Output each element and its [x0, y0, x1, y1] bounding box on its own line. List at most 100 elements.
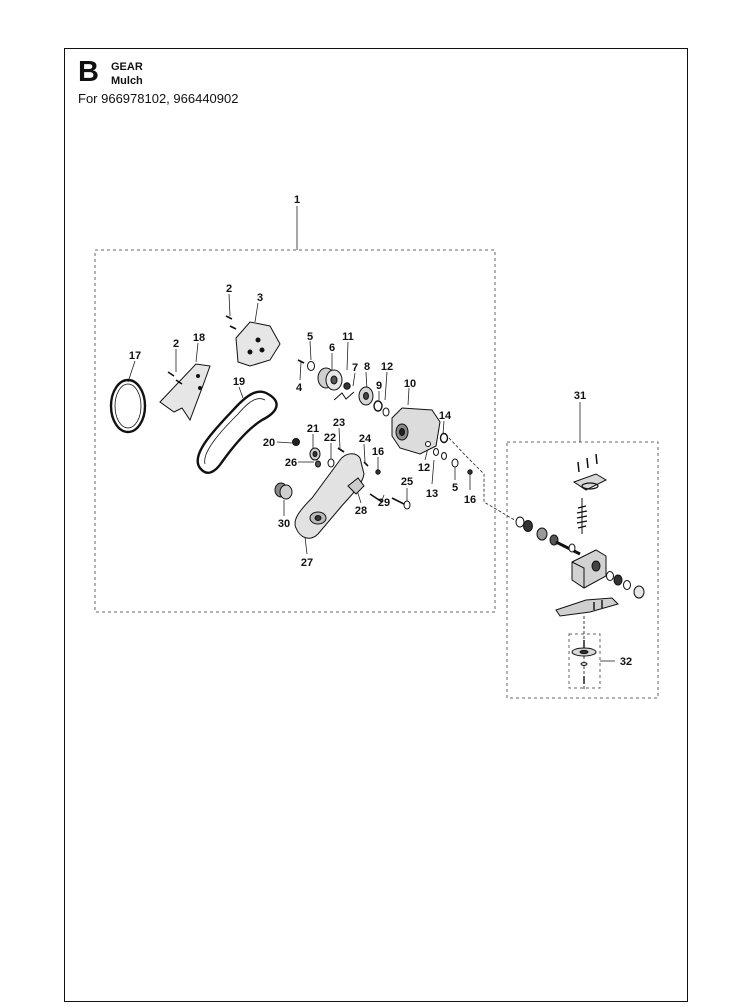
- screw: [595, 453, 598, 465]
- callout-14: 14: [439, 410, 452, 422]
- cover-hole: [247, 349, 253, 355]
- cover-hole: [255, 337, 261, 343]
- callout-16: 16: [372, 446, 384, 458]
- washer-part-12: [425, 441, 431, 447]
- callout-27: 27: [301, 557, 313, 569]
- v-belt-part-19: [196, 390, 278, 474]
- callout-25: 25: [401, 476, 413, 488]
- callout-9: 9: [376, 380, 382, 392]
- gear: [536, 527, 548, 541]
- screw-part-2: [225, 315, 233, 320]
- screw-part-29: [369, 493, 383, 503]
- callout-12b: 12: [418, 462, 430, 474]
- stud-part-23: [337, 447, 345, 453]
- bearing: [613, 574, 623, 586]
- model-applicability: For 966978102, 966440902: [78, 91, 239, 106]
- bracket-hole: [196, 374, 200, 378]
- gearbox-bore: [591, 560, 601, 572]
- callout-17: 17: [129, 350, 141, 362]
- screw-part-24: [363, 461, 369, 467]
- callout-32: 32: [620, 656, 632, 668]
- callout-23: 23: [333, 417, 345, 429]
- bracket-part-28: [347, 477, 365, 495]
- pulley-hub: [330, 375, 338, 385]
- top-cover-plate: [572, 473, 608, 491]
- callout-6: 6: [329, 342, 335, 354]
- callout-12: 12: [381, 361, 393, 373]
- nut-part-11: [343, 382, 351, 390]
- callout-16b: 16: [464, 494, 476, 506]
- ring-part-9: [373, 400, 383, 412]
- callout-30: 30: [278, 518, 290, 530]
- callout-26: 26: [285, 457, 297, 469]
- callout-10: 10: [404, 378, 416, 390]
- housing-bore-inner: [399, 428, 405, 436]
- hub-bore: [579, 649, 589, 655]
- washer-part-13: [441, 452, 447, 460]
- section-title: GEAR: [111, 61, 143, 73]
- washer: [568, 543, 576, 553]
- washer-part-13: [433, 448, 439, 456]
- parts-assembly-31: [515, 453, 645, 690]
- bolt-part-25: [391, 497, 405, 505]
- round-belt-inner: [114, 383, 142, 429]
- spring-wire-part-7: [333, 391, 355, 401]
- screw: [577, 461, 580, 473]
- callout-11: 11: [342, 331, 354, 343]
- drive-shaft: [555, 540, 581, 556]
- bolt-head-part-25: [403, 500, 411, 510]
- washer-part-5: [307, 361, 315, 371]
- screw-part-2: [229, 325, 237, 330]
- callout-24: 24: [359, 433, 372, 445]
- callout-13: 13: [426, 488, 438, 500]
- screw-part-2: [167, 371, 175, 377]
- screw-part-4: [297, 359, 305, 364]
- callout-4: 4: [296, 382, 303, 394]
- assembly-31-box: [506, 441, 659, 699]
- bearing: [523, 520, 533, 532]
- section-subtitle: Mulch: [111, 75, 143, 87]
- callout-2b: 2: [173, 338, 179, 350]
- callout-22: 22: [324, 432, 336, 444]
- callout-19: 19: [233, 376, 245, 388]
- screw-part-2: [175, 379, 183, 385]
- idler-hub: [312, 450, 318, 458]
- gearbox-edge: [571, 561, 585, 588]
- washer-part-22: [327, 458, 335, 468]
- callout-8: 8: [364, 361, 370, 373]
- callout-2: 2: [226, 283, 232, 295]
- callout-5: 5: [307, 331, 313, 343]
- callout-labels: 1 2 3 2 18 17 19 5 6 4 11 7 8 9 12 10 14…: [129, 194, 632, 668]
- washer: [606, 571, 614, 581]
- ring-part-14: [439, 432, 449, 444]
- parts-assembly-1: [109, 315, 473, 539]
- cover-hole: [259, 347, 265, 353]
- round-belt-part-17: [109, 378, 147, 434]
- callout-18: 18: [193, 332, 205, 344]
- callout-5b: 5: [452, 482, 458, 494]
- cover-plate-part-3: [235, 321, 281, 367]
- gasket: [581, 482, 599, 490]
- callout-1: 1: [294, 194, 300, 206]
- washer: [623, 580, 631, 590]
- bearing-hole: [363, 392, 369, 400]
- nut-part-16: [375, 469, 381, 475]
- roller-face: [279, 484, 293, 500]
- gearbox-body: [571, 549, 607, 589]
- bracket-hole: [198, 386, 202, 390]
- cover-window-hub: [314, 515, 322, 521]
- bracket-part-18: [159, 363, 211, 422]
- washer-part-5: [451, 458, 459, 468]
- callout-31: 31: [574, 390, 586, 402]
- callout-28: 28: [355, 505, 367, 517]
- assembly-1-box: [94, 249, 496, 613]
- section-letter: B: [78, 56, 99, 88]
- washer-part-12: [382, 407, 390, 417]
- washer: [580, 662, 588, 666]
- bushing-part-26: [315, 460, 321, 468]
- v-belt-inner: [204, 398, 266, 465]
- end-cap: [633, 585, 645, 599]
- blade-plate: [555, 597, 619, 617]
- screw: [586, 457, 589, 469]
